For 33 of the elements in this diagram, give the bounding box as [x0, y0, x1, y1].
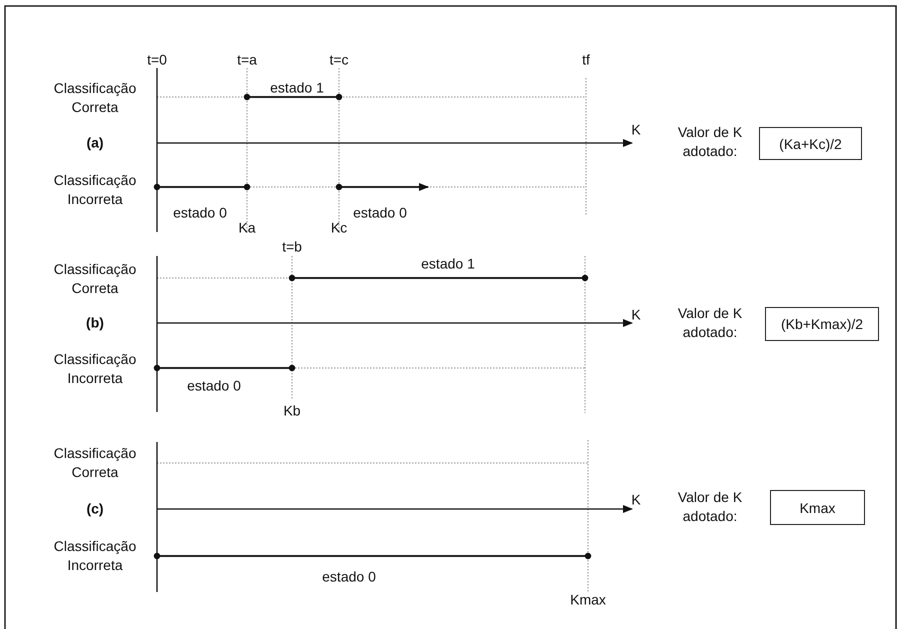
panel-label: (c)	[86, 500, 104, 518]
threshold-label: Kb	[283, 402, 301, 420]
time-label: t=0	[147, 50, 167, 70]
row-label: Classificação Incorreta	[52, 171, 138, 209]
value-caption: Valor de K adotado:	[676, 123, 744, 161]
state-label: estado 1	[270, 78, 324, 98]
axis-label: K	[631, 306, 641, 324]
axis-label: K	[631, 490, 641, 510]
row-label: Classificação Correta	[52, 79, 138, 117]
state-label: estado 0	[322, 568, 376, 586]
row-label: Classificação Correta	[52, 260, 138, 298]
time-label: tf	[582, 50, 590, 70]
value-box: (Ka+Kc)/2	[759, 127, 862, 160]
time-label: t=a	[237, 50, 257, 70]
panel-label: (a)	[86, 134, 104, 152]
value-caption: Valor de K adotado:	[676, 304, 744, 342]
state-label: estado 0	[173, 204, 227, 222]
value-box: Kmax	[770, 490, 865, 525]
row-label: Classificação Incorreta	[52, 537, 138, 575]
state-label: estado 0	[353, 204, 407, 222]
threshold-label: Ka	[238, 218, 256, 238]
state-label: estado 0	[187, 376, 241, 396]
row-label: Classificação Incorreta	[52, 350, 138, 388]
row-label: Classificação Correta	[52, 444, 138, 482]
axis-label: K	[631, 120, 641, 140]
time-label: t=c	[329, 50, 349, 70]
panel-label: (b)	[86, 314, 104, 332]
state-label: estado 1	[421, 254, 475, 274]
threshold-label: Kmax	[570, 590, 606, 610]
time-label: t=b	[282, 238, 302, 256]
value-box: (Kb+Kmax)/2	[765, 307, 879, 341]
value-caption: Valor de K adotado:	[676, 488, 744, 526]
threshold-label: Kc	[330, 218, 348, 238]
